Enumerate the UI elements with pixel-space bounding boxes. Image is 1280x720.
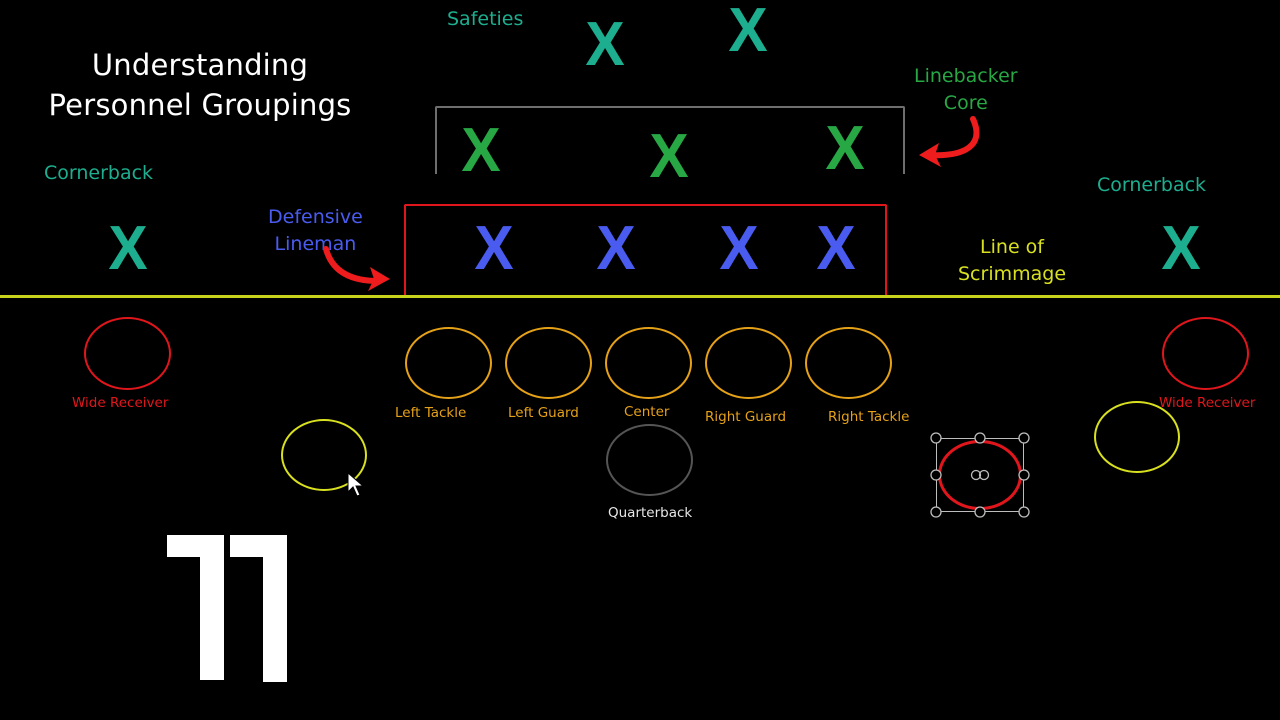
yellow-player-right-circle[interactable] (1094, 401, 1180, 473)
safety-x-2[interactable]: X (728, 0, 768, 65)
center-circle[interactable] (605, 327, 692, 399)
dline-x-1[interactable]: X (474, 214, 514, 283)
dline-x-4[interactable]: X (816, 214, 856, 283)
linebacker-x-1[interactable]: X (461, 116, 501, 185)
transform-handles-icon[interactable] (930, 432, 1030, 518)
line-of-scrimmage-label: Line of Scrimmage (958, 236, 1067, 285)
slide-title: Understanding Personnel Groupings (10, 45, 390, 125)
safety-x-1[interactable]: X (585, 10, 625, 79)
cornerback-left-x[interactable]: X (108, 214, 148, 283)
wide-receiver-right-label: Wide Receiver (1159, 395, 1256, 411)
cornerback-left-label: Cornerback (44, 162, 154, 184)
defensive-lineman-label: Defensive Lineman (268, 206, 363, 255)
linebacker-arrow-icon (919, 116, 980, 167)
linebacker-box (435, 106, 905, 174)
dline-x-2[interactable]: X (596, 214, 636, 283)
left-tackle-circle[interactable] (405, 327, 492, 399)
title-line-2: Personnel Groupings (48, 88, 352, 122)
safeties-label: Safeties (447, 8, 524, 30)
wide-receiver-left-circle[interactable] (84, 317, 171, 390)
dline-x-3[interactable]: X (719, 214, 759, 283)
defensive-line-arrow-icon (323, 246, 390, 291)
defensive-line-box (404, 204, 887, 297)
personnel-number: 11 (164, 527, 290, 686)
mouse-cursor-icon (347, 472, 365, 497)
left-guard-circle[interactable] (505, 327, 592, 399)
right-guard-circle[interactable] (705, 327, 792, 399)
yellow-player-left-circle[interactable] (281, 419, 367, 491)
linebacker-x-3[interactable]: X (825, 114, 865, 183)
line-of-scrimmage (0, 295, 1280, 298)
title-line-1: Understanding (91, 48, 309, 82)
cornerback-right-x[interactable]: X (1161, 214, 1201, 283)
right-tackle-circle[interactable] (805, 327, 892, 399)
left-guard-label: Left Guard (508, 405, 579, 421)
right-guard-label: Right Guard (705, 409, 787, 425)
center-label: Center (624, 404, 670, 420)
quarterback-circle[interactable] (606, 424, 693, 496)
cornerback-right-label: Cornerback (1097, 174, 1207, 196)
personnel-number-glyph (167, 535, 287, 682)
running-back-selection[interactable] (930, 432, 1030, 518)
wide-receiver-right-circle[interactable] (1162, 317, 1249, 390)
quarterback-label: Quarterback (608, 505, 693, 521)
linebacker-x-2[interactable]: X (649, 122, 689, 191)
right-tackle-label: Right Tackle (828, 409, 910, 425)
linebacker-core-label: Linebacker Core (914, 65, 1018, 114)
wide-receiver-left-label: Wide Receiver (72, 395, 169, 411)
left-tackle-label: Left Tackle (395, 405, 467, 421)
